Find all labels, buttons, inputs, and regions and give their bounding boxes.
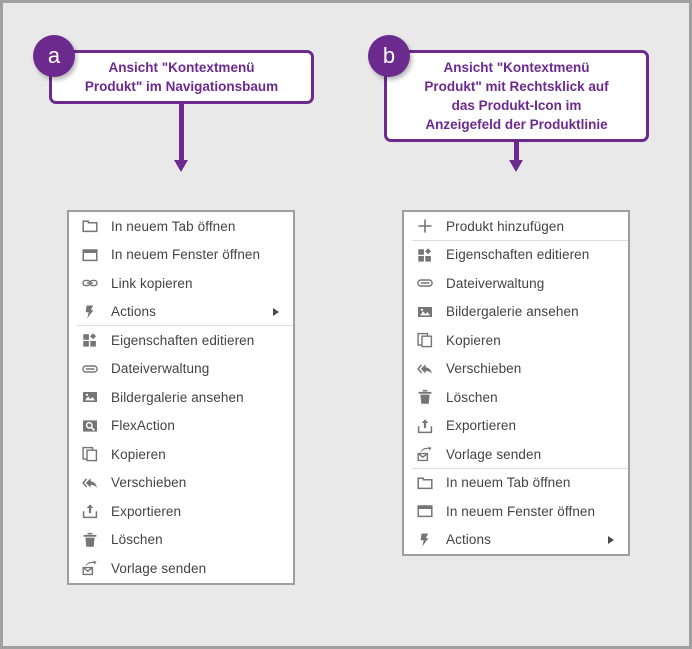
callout-box-b: Ansicht "Kontextmenü Produkt" mit Rechts… xyxy=(384,50,649,142)
menu-item[interactable]: Exportieren xyxy=(69,497,293,526)
menu-item-label: FlexAction xyxy=(111,418,176,434)
navigation-tree-context-menu[interactable]: In neuem Tab öffnen In neuem Fenster öffn… xyxy=(67,210,295,585)
menu-item-label: Dateiverwaltung xyxy=(111,361,210,377)
menu-item[interactable]: Vorlage senden xyxy=(404,440,628,469)
menu-item[interactable]: Link kopieren xyxy=(69,269,293,298)
new-tab-icon xyxy=(81,217,99,235)
menu-item-label: Bildergalerie ansehen xyxy=(446,304,579,320)
menu-item-label: Eigenschaften editieren xyxy=(111,332,255,348)
export-icon xyxy=(416,417,434,435)
menu-item[interactable]: In neuem Fenster öffnen xyxy=(404,497,628,526)
menu-item[interactable]: Eigenschaften editieren xyxy=(69,326,293,355)
menu-item[interactable]: In neuem Tab öffnen xyxy=(69,212,293,241)
export-icon xyxy=(81,502,99,520)
menu-item-label: In neuem Fenster öffnen xyxy=(111,247,261,263)
menu-item-label: Produkt hinzufügen xyxy=(446,218,565,234)
paperclip-icon xyxy=(81,360,99,378)
trash-icon xyxy=(416,388,434,406)
image-icon xyxy=(81,388,99,406)
lightning-bolt-icon xyxy=(416,531,434,549)
menu-item[interactable]: Bildergalerie ansehen xyxy=(69,383,293,412)
submenu-arrow-icon[interactable] xyxy=(273,307,279,316)
menu-item-label: Verschieben xyxy=(111,475,187,491)
new-window-icon xyxy=(81,246,99,264)
menu-item-label: Kopieren xyxy=(111,446,166,462)
menu-item[interactable]: Bildergalerie ansehen xyxy=(404,298,628,327)
menu-item[interactable]: Kopieren xyxy=(69,440,293,469)
menu-item-label: Vorlage senden xyxy=(446,446,542,462)
menu-item[interactable]: Verschieben xyxy=(404,355,628,384)
menu-item[interactable]: Actions xyxy=(69,298,293,327)
menu-item[interactable]: Exportieren xyxy=(404,412,628,441)
copy-icon xyxy=(81,445,99,463)
submenu-arrow-icon[interactable] xyxy=(608,535,614,544)
menu-item-label: Dateiverwaltung xyxy=(446,275,545,291)
menu-item-label: Exportieren xyxy=(111,503,182,519)
properties-icon xyxy=(81,331,99,349)
menu-item-label: Bildergalerie ansehen xyxy=(111,389,244,405)
menu-item-label: Verschieben xyxy=(446,361,522,377)
link-icon xyxy=(81,274,99,292)
search-box-icon xyxy=(81,417,99,435)
callout-badge-a: a xyxy=(33,35,75,77)
menu-item[interactable]: Verschieben xyxy=(69,469,293,498)
send-template-icon xyxy=(81,559,99,577)
menu-item-label: Actions xyxy=(446,532,491,548)
menu-item-label: In neuem Fenster öffnen xyxy=(446,503,596,519)
menu-item[interactable]: Löschen xyxy=(404,383,628,412)
menu-item[interactable]: Eigenschaften editieren xyxy=(404,241,628,270)
callout-badge-b: b xyxy=(368,35,410,77)
paperclip-icon xyxy=(416,274,434,292)
menu-item-label: Löschen xyxy=(446,389,498,405)
menu-item-label: Löschen xyxy=(111,532,163,548)
callout-text-a: Ansicht "Kontextmenü Produkt" im Navigat… xyxy=(84,60,279,94)
callout-arrow-a xyxy=(174,104,188,172)
menu-item-label: Kopieren xyxy=(446,332,501,348)
lightning-bolt-icon xyxy=(81,303,99,321)
menu-item-label: Vorlage senden xyxy=(111,560,207,576)
menu-item-label: Eigenschaften editieren xyxy=(446,247,590,263)
menu-item-label: In neuem Tab öffnen xyxy=(446,475,571,491)
menu-item[interactable]: Dateiverwaltung xyxy=(404,269,628,298)
menu-item[interactable]: Actions xyxy=(404,526,628,555)
menu-item-label: Link kopieren xyxy=(111,275,193,291)
menu-item[interactable]: Vorlage senden xyxy=(69,554,293,583)
menu-item-label: Actions xyxy=(111,304,156,320)
move-icon xyxy=(416,360,434,378)
trash-icon xyxy=(81,531,99,549)
menu-item[interactable]: In neuem Fenster öffnen xyxy=(69,241,293,270)
copy-icon xyxy=(416,331,434,349)
plus-icon xyxy=(416,217,434,235)
image-icon xyxy=(416,303,434,321)
menu-item[interactable]: FlexAction xyxy=(69,412,293,441)
callout-box-a: Ansicht "Kontextmenü Produkt" im Navigat… xyxy=(49,50,314,104)
menu-item[interactable]: In neuem Tab öffnen xyxy=(404,469,628,498)
properties-icon xyxy=(416,246,434,264)
menu-item[interactable]: Produkt hinzufügen xyxy=(404,212,628,241)
move-icon xyxy=(81,474,99,492)
new-window-icon xyxy=(416,502,434,520)
new-tab-icon xyxy=(416,474,434,492)
menu-item-label: Exportieren xyxy=(446,418,517,434)
send-template-icon xyxy=(416,445,434,463)
callout-arrow-b xyxy=(509,142,523,172)
callout-text-b: Ansicht "Kontextmenü Produkt" mit Rechts… xyxy=(424,60,609,132)
menu-item[interactable]: Löschen xyxy=(69,526,293,555)
menu-item-label: In neuem Tab öffnen xyxy=(111,218,236,234)
menu-item[interactable]: Dateiverwaltung xyxy=(69,355,293,384)
menu-item[interactable]: Kopieren xyxy=(404,326,628,355)
